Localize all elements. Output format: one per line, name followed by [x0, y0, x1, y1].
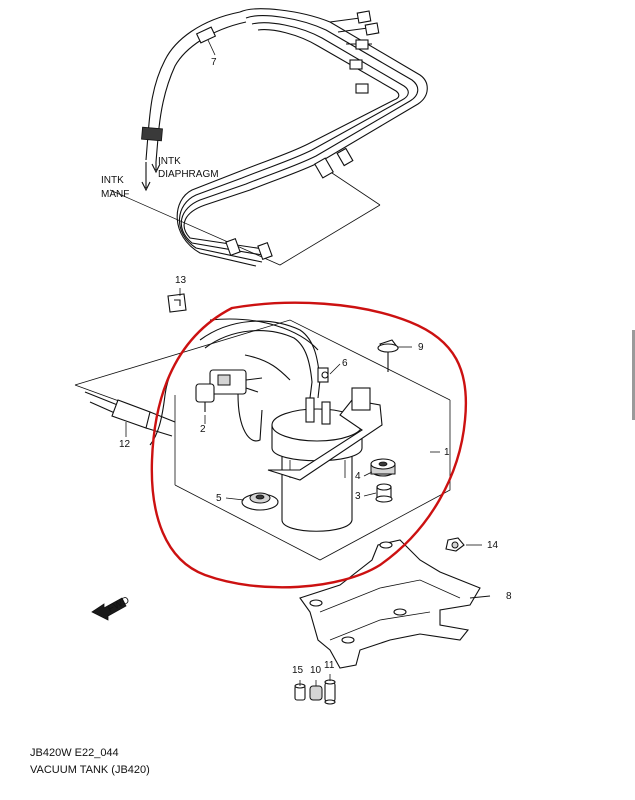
part-number-10: 10 [310, 665, 322, 676]
hose-label-intk-diaphragm-2: DIAPHRAGM [158, 169, 219, 180]
part-number-14: 14 [487, 540, 499, 551]
part-number-11: 11 [324, 660, 335, 671]
part-15 [294, 683, 306, 701]
hose-label-intk-manf-2: MANF [101, 189, 129, 200]
leader-lines [125, 288, 482, 686]
collar-3 [375, 483, 393, 503]
hose-label-intk-diaphragm-1: INTK [158, 156, 181, 167]
bracket-8 [299, 539, 491, 669]
part-number-6: 6 [342, 358, 348, 369]
grommet-4 [370, 458, 396, 477]
part-number-13: 13 [175, 275, 187, 286]
grommet-5 [241, 492, 279, 511]
part-10 [309, 685, 323, 701]
part-number-12: 12 [119, 439, 131, 450]
pipe-12 [84, 391, 176, 437]
base-frame [74, 319, 451, 561]
part-number-7: 7 [211, 57, 217, 68]
diagram-caption: VACUUM TANK (JB420) [30, 764, 150, 776]
part-number-15: 15 [292, 665, 304, 676]
vacuum-tank [267, 387, 383, 532]
nut-14 [445, 537, 465, 552]
fwd-label: FWD [106, 595, 131, 615]
part-11 [324, 679, 336, 705]
clip-13 [167, 293, 187, 313]
part-number-4: 4 [355, 471, 361, 482]
part-number-1: 1 [444, 447, 450, 458]
part-number-2: 2 [200, 424, 206, 435]
fwd-arrow-icon: FWD [91, 595, 131, 621]
hose-label-intk-manf-1: INTK [101, 175, 124, 186]
scrollbar-edge [632, 330, 635, 420]
vsv-solenoid [195, 369, 263, 442]
part-number-5: 5 [216, 493, 222, 504]
bolt-9 [377, 339, 399, 372]
part-number-3: 3 [355, 491, 361, 502]
part-number-8: 8 [506, 591, 512, 602]
hose-pipe-assembly [109, 8, 428, 267]
part-number-9: 9 [418, 342, 424, 353]
highlight-circle [150, 301, 468, 589]
diagram-code: JB420W E22_044 [30, 747, 119, 759]
